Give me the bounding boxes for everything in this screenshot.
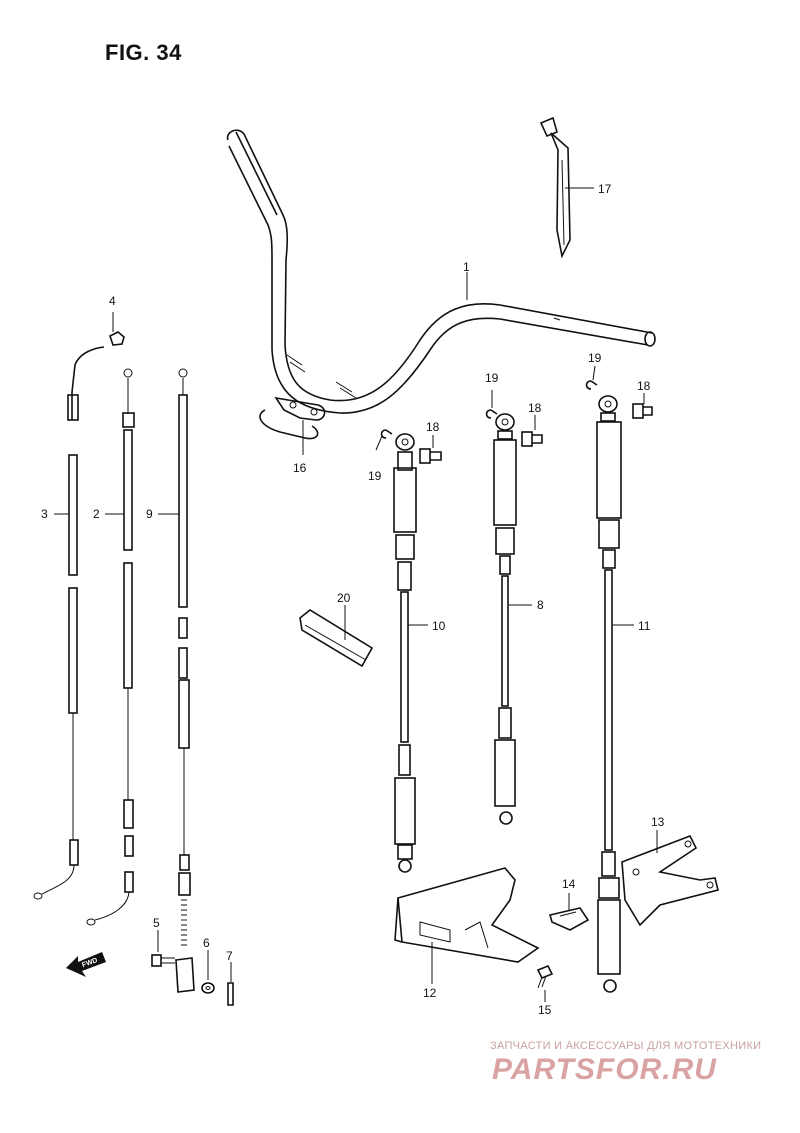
callout-18b: 18 — [528, 401, 542, 415]
nut-part-4 — [109, 331, 125, 346]
pin-part-18-c — [632, 403, 653, 419]
callout-2: 2 — [93, 507, 100, 521]
brake-cable-part-8 — [493, 413, 517, 825]
callout-11: 11 — [638, 619, 651, 633]
callout-20: 20 — [337, 591, 351, 605]
pin-part-7 — [227, 982, 234, 1006]
callout-9: 9 — [146, 507, 153, 521]
pin-part-18-a — [419, 448, 442, 464]
callout-12: 12 — [423, 986, 437, 1000]
callout-8: 8 — [537, 598, 544, 612]
callout-7: 7 — [226, 949, 233, 963]
watermark-logo: PARTSFOR.RU — [492, 1053, 717, 1086]
holder-part-16 — [259, 396, 326, 440]
callout-18a: 18 — [426, 420, 440, 434]
callout-4: 4 — [109, 294, 116, 308]
cable-tie-part-17 — [539, 116, 571, 259]
clip-part-19-a — [380, 429, 393, 439]
clip-part-19-c — [585, 380, 598, 390]
callout-6: 6 — [203, 936, 210, 950]
pad-part-20 — [299, 609, 374, 668]
fwd-arrow-icon: FWD — [66, 952, 106, 977]
throttle-cable-part-9 — [175, 368, 195, 993]
callout-15: 15 — [538, 1003, 552, 1017]
bracket-part-13 — [621, 834, 719, 927]
bracket-part-12 — [394, 867, 540, 963]
figure-title: FIG. 34 — [105, 40, 182, 65]
pin-part-18-b — [521, 431, 543, 447]
brake-cable-part-10 — [393, 433, 417, 873]
throttle-cable-part-3 — [33, 346, 105, 900]
brake-cable-part-11 — [596, 395, 622, 993]
callout-17: 17 — [598, 182, 612, 196]
callout-3: 3 — [41, 507, 48, 521]
bolt-part-5 — [151, 954, 175, 967]
callout-19a: 19 — [368, 469, 382, 483]
callout-19b: 19 — [485, 371, 499, 385]
throttle-cable-part-2 — [86, 368, 135, 926]
callout-14: 14 — [562, 877, 576, 891]
clip-part-19-b — [485, 409, 498, 419]
leader-lines — [54, 187, 658, 1002]
washer-part-6 — [201, 982, 215, 994]
watermark-subtitle: ЗАПЧАСТИ И АКСЕССУАРЫ ДЛЯ МОТОТЕХНИКИ — [490, 1040, 762, 1052]
callout-labels: 1 17 4 3 2 9 16 20 10 8 11 12 15 14 13 5… — [41, 182, 665, 1017]
callout-16: 16 — [293, 461, 307, 475]
callout-5: 5 — [153, 916, 160, 930]
clip-part-14 — [548, 907, 590, 931]
callout-10: 10 — [432, 619, 446, 633]
callout-19c: 19 — [588, 351, 602, 365]
bolt-part-15 — [536, 964, 554, 989]
callout-1: 1 — [463, 260, 470, 274]
callout-18c: 18 — [637, 379, 651, 393]
callout-13: 13 — [651, 815, 665, 829]
handlebar-part-1 — [226, 129, 656, 414]
